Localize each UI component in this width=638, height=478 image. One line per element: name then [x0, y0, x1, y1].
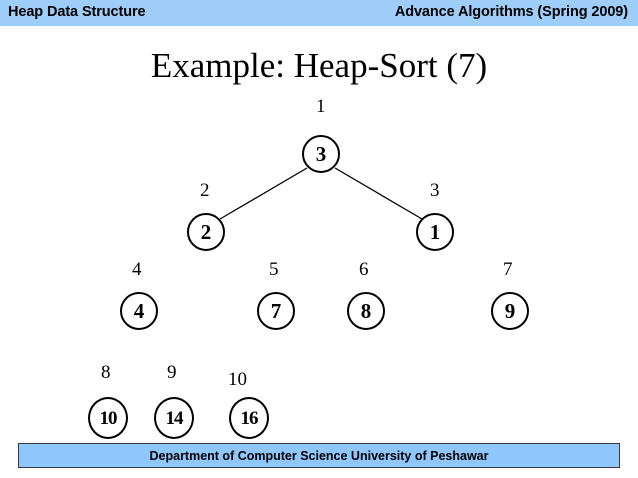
tree-node-value: 2: [200, 219, 212, 244]
tree-node-6[interactable]: 8: [347, 292, 385, 330]
tree-node-index-label-7: 7: [503, 259, 513, 280]
tree-node-index-label-2: 2: [200, 180, 210, 201]
page-title: Example: Heap-Sort (7): [150, 46, 488, 85]
tree-node-8[interactable]: 10: [88, 397, 128, 439]
tree-node-1[interactable]: 3: [302, 135, 340, 173]
tree-node-index-label-9: 9: [167, 362, 177, 383]
tree-node-value: 1: [429, 219, 441, 244]
tree-node-5[interactable]: 7: [257, 292, 295, 330]
tree-node-4[interactable]: 4: [120, 292, 158, 330]
tree-node-index-label-5: 5: [269, 259, 279, 280]
tree-node-value: 9: [504, 298, 516, 323]
tree-node-2[interactable]: 2: [187, 213, 225, 251]
footer-text: Department of Computer Science Universit…: [149, 448, 489, 463]
tree-node-value: 4: [133, 298, 145, 323]
tree-node-value: 16: [240, 407, 259, 429]
tree-node-index-label-10: 10: [228, 369, 247, 390]
tree-node-9[interactable]: 14: [154, 397, 194, 439]
tree-node-7[interactable]: 9: [491, 292, 529, 330]
tree-node-value: 7: [270, 298, 282, 323]
tree-node-value: 10: [99, 407, 118, 429]
tree-node-index-label-4: 4: [132, 259, 142, 280]
header-left-title: Heap Data Structure: [8, 4, 146, 20]
tree-node-3[interactable]: 1: [416, 213, 454, 251]
tree-node-value: 3: [315, 141, 327, 166]
tree-node-index-label-6: 6: [359, 259, 369, 280]
tree-edge-1-2: [219, 167, 308, 220]
tree-node-index-label-8: 8: [101, 362, 111, 383]
header-bar: Heap Data Structure Advance Algorithms (…: [0, 0, 638, 26]
edge-group: [219, 167, 423, 220]
footer-bar: Department of Computer Science Universit…: [18, 443, 620, 468]
tree-node-10[interactable]: 16: [229, 397, 269, 439]
header-right-title: Advance Algorithms (Spring 2009): [394, 4, 628, 20]
tree-node-index-label-1: 1: [316, 96, 326, 117]
tree-edge-1-3: [334, 167, 423, 220]
tree-node-index-label-3: 3: [430, 180, 440, 201]
tree-node-value: 14: [165, 407, 184, 429]
tree-node-value: 8: [360, 298, 372, 323]
